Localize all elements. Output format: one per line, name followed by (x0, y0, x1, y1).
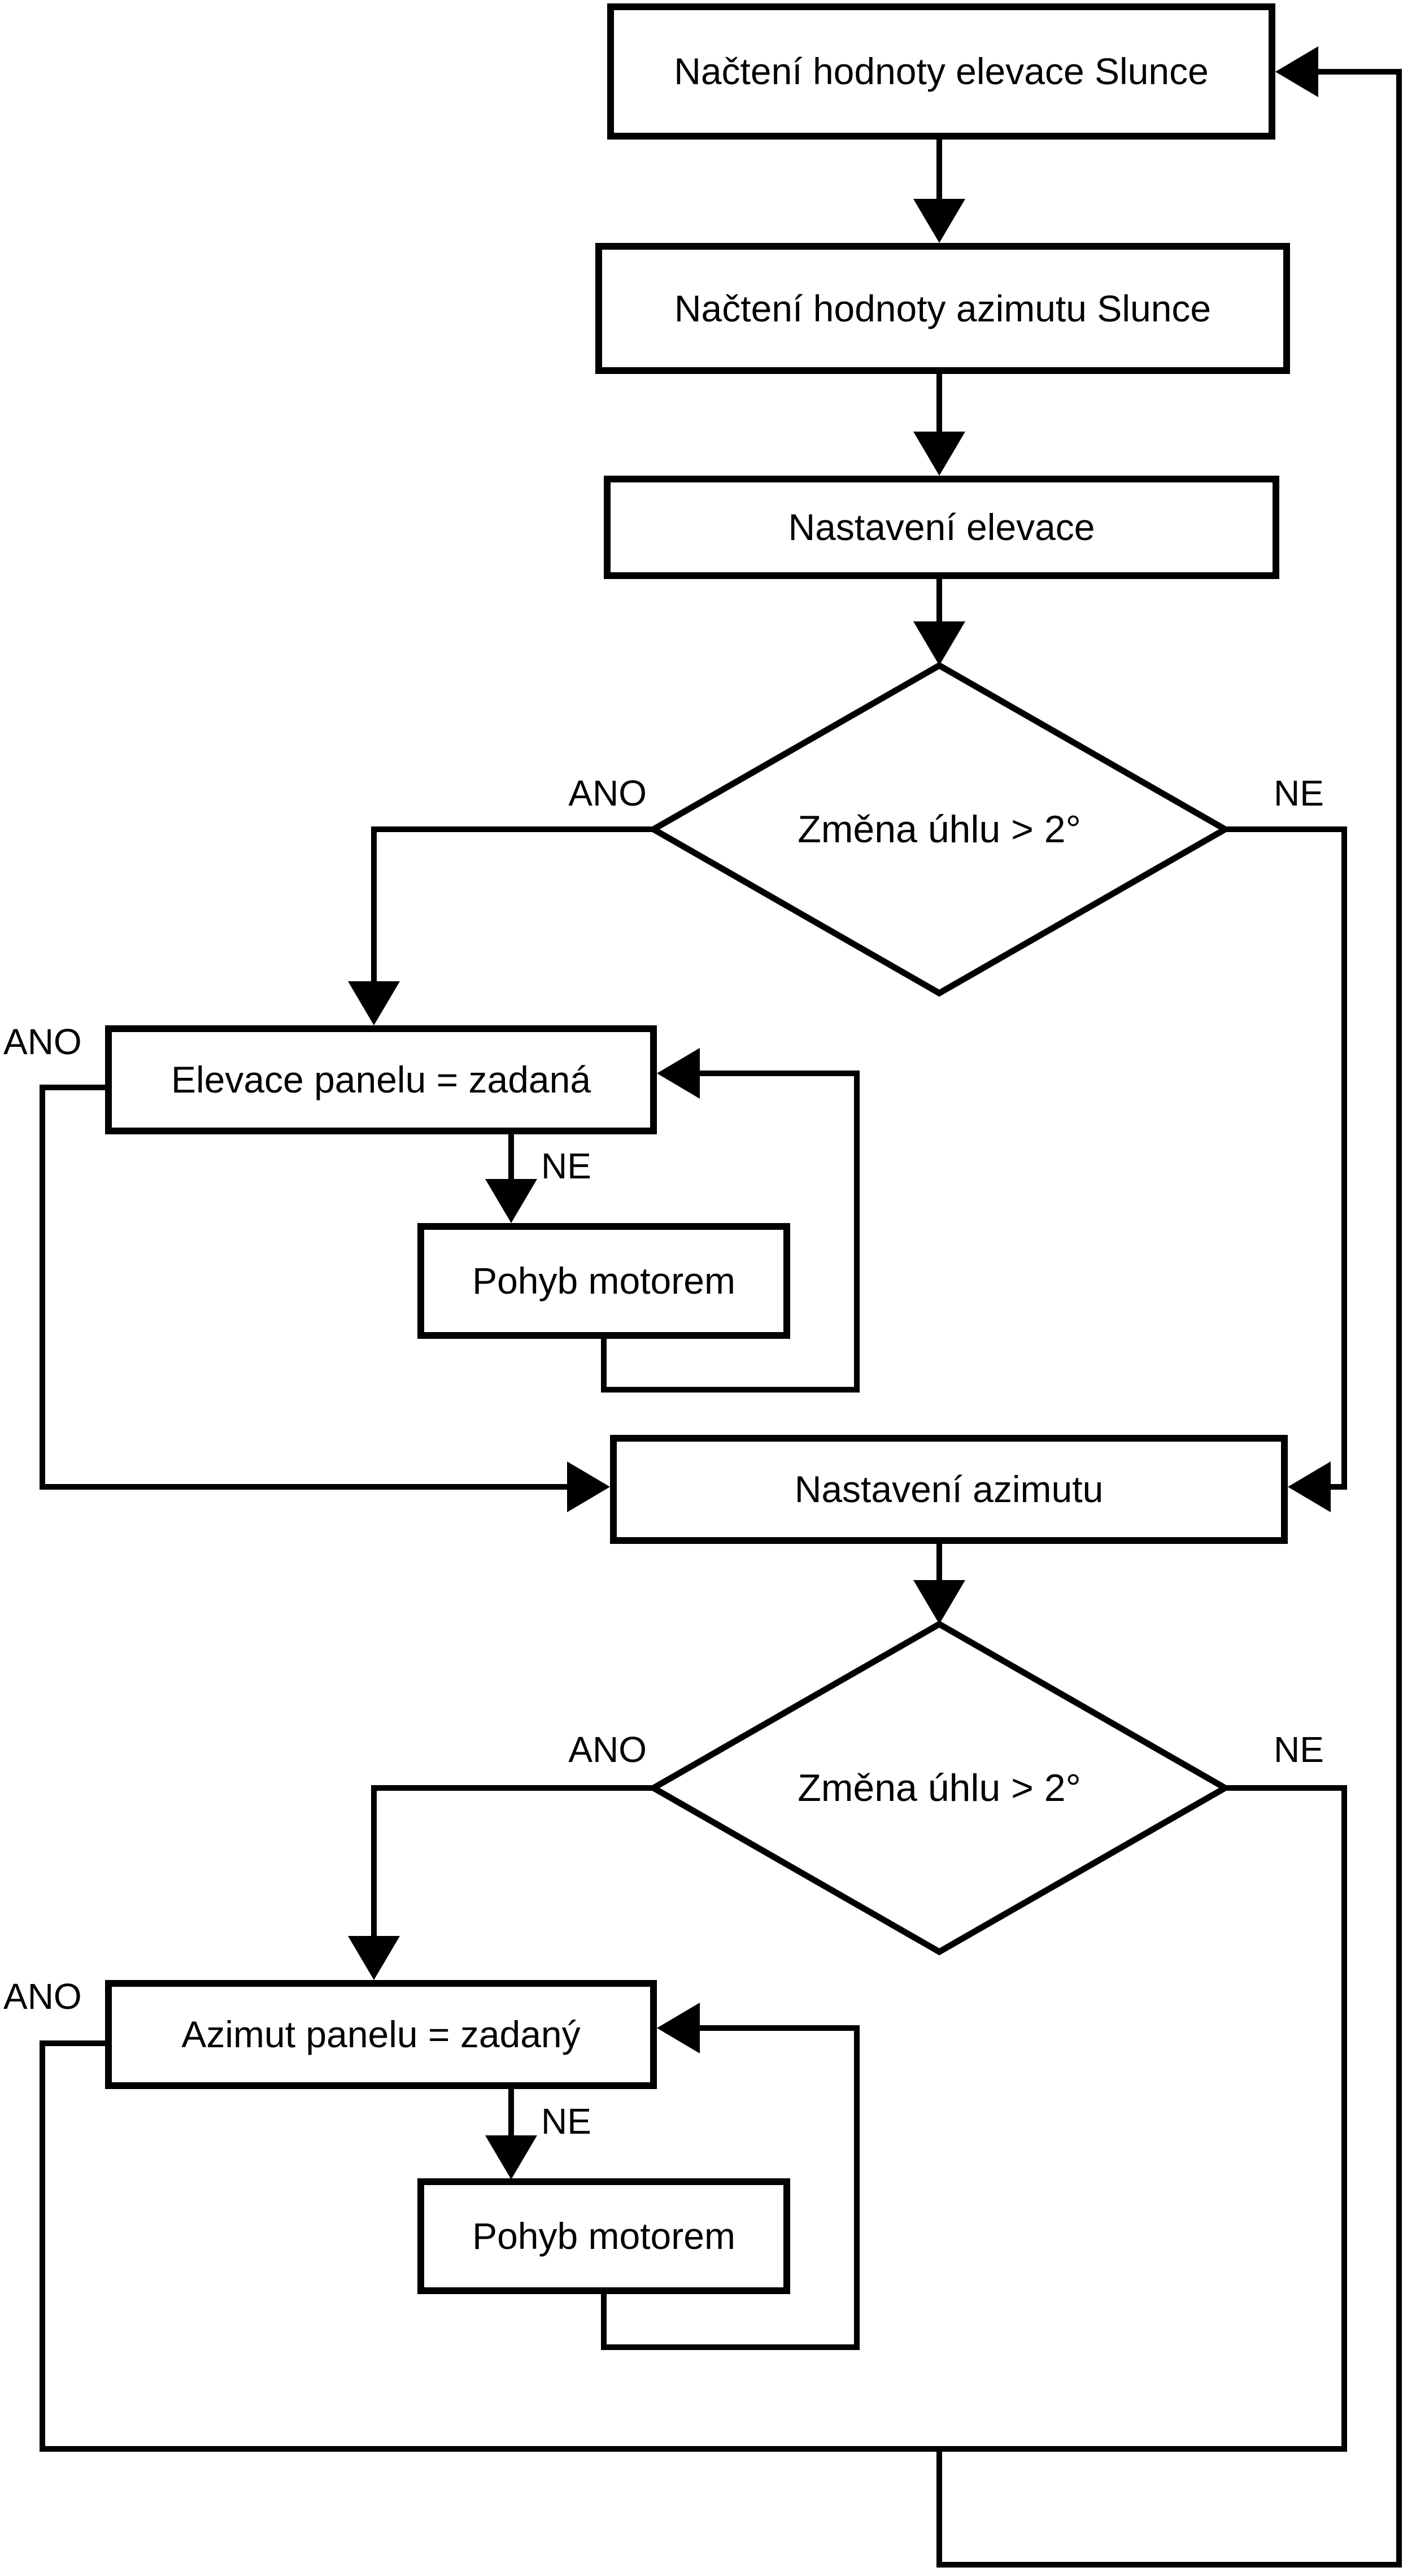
process-label-set-azimuth: Nastavení azimutu (794, 1468, 1104, 1511)
decision-diamond-elevation-shape (650, 662, 1228, 997)
edge-label-ano-azimuth-decision: ANO (568, 1729, 647, 1770)
arrowhead-into-elevation-decision (913, 621, 965, 665)
edge-set-azimuth-to-azimuth-decision (936, 1544, 942, 1583)
process-label-elevation-motor: Pohyb motorem (472, 1260, 735, 1302)
edge-azimuth-ano-horizontal (371, 1785, 659, 1791)
arrowhead-into-azimuth-reached-right (657, 2003, 700, 2053)
arrowhead-into-set-azimuth-left (567, 1461, 610, 1512)
decision-label-elevation: Změna úhlu > 2° (798, 808, 1081, 851)
process-box-elevation-motor: Pohyb motorem (417, 1223, 790, 1339)
arrowhead-into-elevation-reached-right (657, 1048, 700, 1099)
edge-elevation-ano-horizontal (371, 826, 659, 832)
process-label-elevation-reached: Elevace panelu = zadaná (171, 1059, 591, 1101)
process-box-set-azimuth: Nastavení azimutu (610, 1435, 1288, 1544)
edge-bottom-merge-horizontal (40, 2446, 1347, 2452)
edge-label-ne-elevation-reached: NE (541, 1146, 591, 1186)
arrowhead-into-load-azimuth (913, 199, 965, 243)
arrowhead-into-set-elevation (913, 432, 965, 476)
edge-elevation-reached-ano-vertical (40, 1085, 45, 1490)
edge-label-ano-elevation-reached: ANO (3, 1021, 82, 1062)
arrowhead-into-elevation-motor (485, 1179, 537, 1223)
decision-diamond-elevation (650, 662, 1228, 997)
process-label-load-azimuth: Načtení hodnoty azimutu Slunce (674, 287, 1212, 329)
decision-label-azimuth: Změna úhlu > 2° (798, 1766, 1081, 1809)
edge-set-elevation-to-elevation-decision (936, 579, 942, 624)
edge-elevation-motor-loop-bottom (601, 1387, 860, 1393)
decision-diamond-azimuth-shape (650, 1621, 1228, 1955)
process-label-azimuth-reached: Azimut panelu = zadaný (181, 2013, 581, 2056)
edge-label-ne-elevation-decision: NE (1274, 773, 1324, 813)
edge-elevation-ano-vertical (371, 826, 377, 986)
edge-return-top-horizontal (1318, 69, 1402, 75)
arrowhead-into-azimuth-reached (348, 1936, 400, 1980)
edge-label-ne-azimuth-decision: NE (1274, 1729, 1324, 1770)
edge-azimuth-motor-loop-up (854, 2025, 860, 2350)
edge-elevation-reached-ne-to-motor (508, 1134, 514, 1182)
edge-bottom-merge-down (936, 2446, 942, 2568)
arrowhead-into-azimuth-motor (485, 2135, 537, 2179)
edge-azimuth-reached-ano-out (40, 2040, 107, 2046)
edge-elevation-ne-into-set-azimuth (1326, 1484, 1347, 1490)
edge-label-ano-azimuth-reached: ANO (3, 1976, 82, 2017)
edge-elevation-motor-loop-up (854, 1071, 860, 1393)
edge-azimuth-reached-ne-to-motor (508, 2089, 514, 2139)
arrowhead-into-load-elevation-right (1275, 46, 1318, 97)
edge-elevation-reached-ano-out (40, 1085, 107, 1090)
edge-elevation-reached-ano-into-set-azimuth (40, 1484, 573, 1490)
process-box-load-elevation: Načtení hodnoty elevace Slunce (607, 3, 1275, 140)
edge-load-azimuth-to-set-elevation (936, 374, 942, 436)
process-box-set-elevation: Nastavení elevace (604, 476, 1279, 579)
process-box-azimuth-motor: Pohyb motorem (417, 2178, 790, 2294)
arrowhead-into-azimuth-decision (913, 1580, 965, 1624)
arrowhead-into-elevation-reached (348, 981, 400, 1025)
edge-label-ano-elevation-decision: ANO (568, 773, 647, 813)
edge-azimuth-reached-ano-vertical (40, 2040, 45, 2452)
edge-label-ne-azimuth-reached: NE (541, 2101, 591, 2142)
edge-elevation-ne-vertical (1341, 826, 1347, 1490)
process-box-azimuth-reached: Azimut panelu = zadaný (105, 1980, 657, 2089)
process-box-load-azimuth: Načtení hodnoty azimutu Slunce (595, 243, 1290, 374)
edge-azimuth-ne-vertical (1341, 1785, 1347, 2452)
edge-azimuth-motor-loop-down (601, 2294, 607, 2350)
process-label-load-elevation: Načtení hodnoty elevace Slunce (674, 50, 1209, 93)
edge-azimuth-motor-loop-bottom (601, 2344, 860, 2350)
edge-return-right-vertical (1396, 69, 1402, 2568)
edge-elevation-motor-loop-down (601, 1339, 607, 1393)
process-label-set-elevation: Nastavení elevace (788, 506, 1095, 549)
arrowhead-into-set-azimuth-right (1288, 1461, 1331, 1512)
edge-azimuth-motor-loop-return (698, 2025, 860, 2031)
process-box-elevation-reached: Elevace panelu = zadaná (105, 1025, 657, 1134)
edge-load-elevation-to-load-azimuth (936, 140, 942, 203)
process-label-azimuth-motor: Pohyb motorem (472, 2215, 735, 2257)
decision-diamond-azimuth (650, 1621, 1228, 1955)
edge-azimuth-ne-horizontal (1220, 1785, 1347, 1791)
edge-elevation-ne-horizontal (1220, 826, 1347, 832)
edge-elevation-motor-loop-return (698, 1071, 860, 1076)
edge-azimuth-ano-vertical (371, 1785, 377, 1940)
edge-return-bottom-horizontal (936, 2562, 1402, 2568)
